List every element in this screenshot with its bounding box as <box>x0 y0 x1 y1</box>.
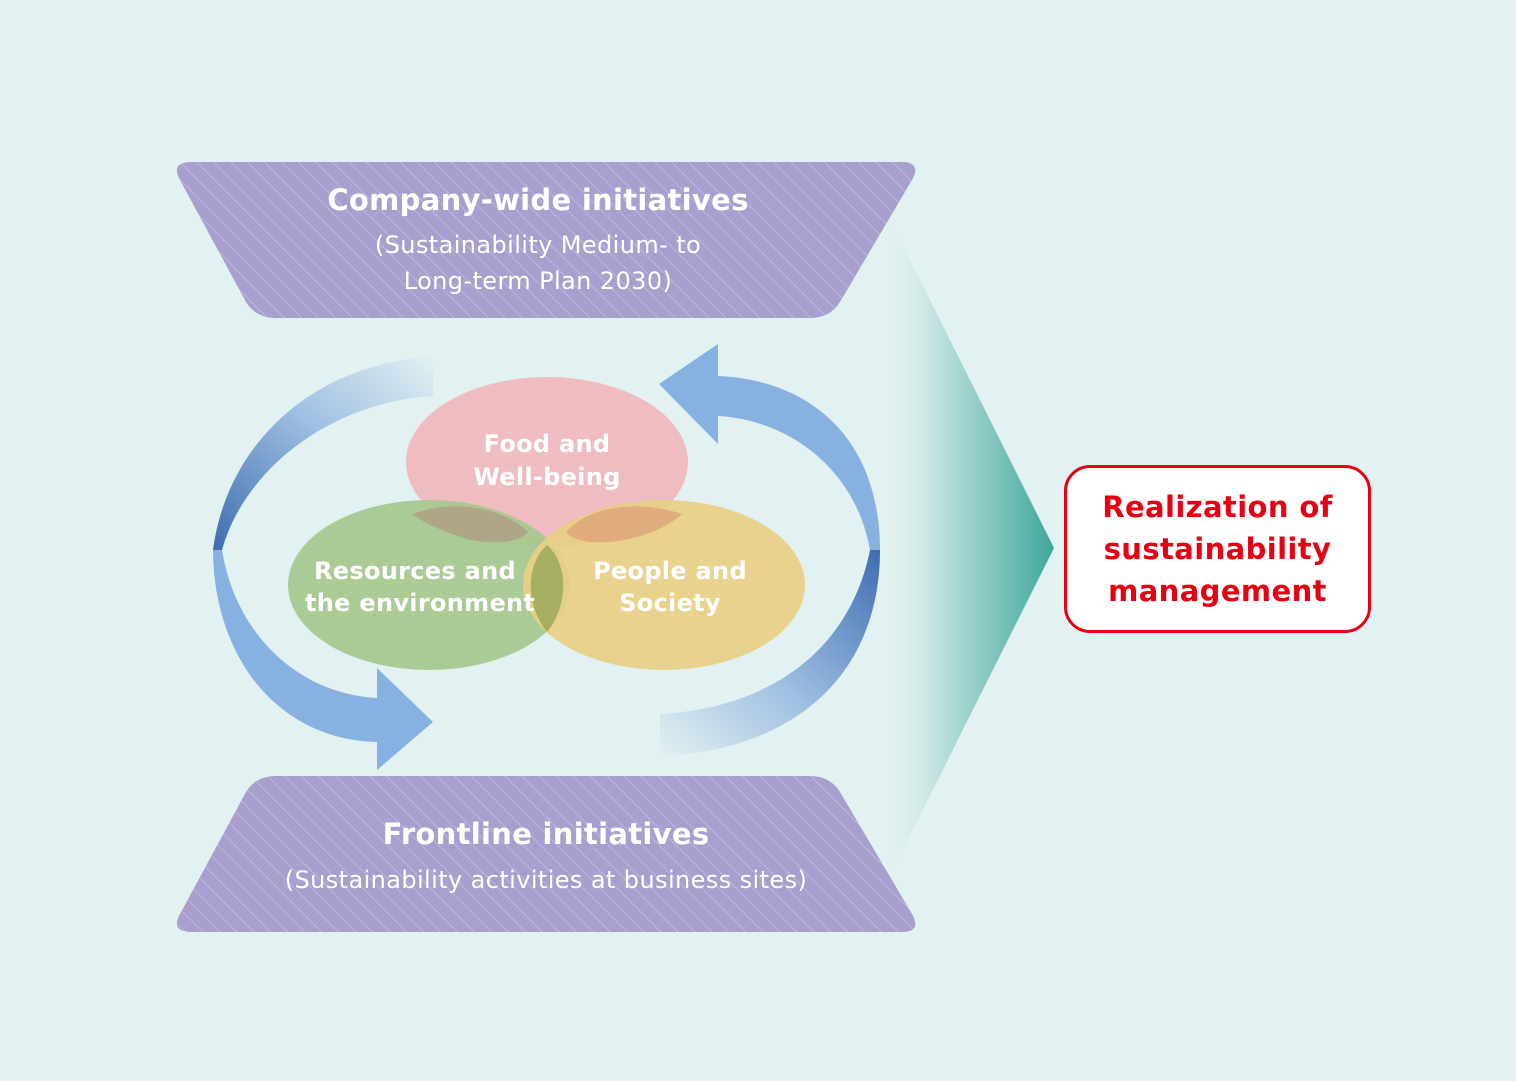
people-label-line1: People and <box>593 557 747 585</box>
bottom-banner-subtitle: (Sustainability activities at business s… <box>284 866 808 894</box>
bottom-banner-title: Frontline initiatives <box>382 817 710 851</box>
food-label-line1: Food and <box>483 430 611 458</box>
resources-label-line1: Resources and <box>314 557 516 585</box>
top-banner-shape <box>176 162 916 318</box>
top-banner-subtitle-line2: Long-term Plan 2030) <box>403 267 673 295</box>
cycle-arrow-right-upper <box>659 344 880 550</box>
result-chevron <box>880 200 1054 895</box>
circle-food-wellbeing <box>406 377 688 547</box>
overlap-food-people <box>566 506 682 543</box>
circle-people-society <box>523 500 805 670</box>
food-label-line2: Well-being <box>473 463 621 491</box>
top-banner-subtitle-line1: (Sustainability Medium- to <box>374 231 702 259</box>
result-box: Realization of sustainability management <box>1064 465 1371 633</box>
top-banner-title: Company-wide initiatives <box>327 183 749 217</box>
circle-resources-environment <box>288 500 570 670</box>
overlap-resources-people <box>530 545 564 632</box>
resources-label-line2: the environment <box>305 589 536 617</box>
overlap-food-resources <box>412 506 528 543</box>
cycle-arrow-left-lower <box>213 550 433 770</box>
result-text: Realization of sustainability management <box>1102 490 1333 608</box>
venn-diagram <box>288 377 805 670</box>
cycle-arrow-left-upper <box>213 357 433 550</box>
people-label-line2: Society <box>619 589 721 617</box>
bottom-banner-shape <box>176 776 916 932</box>
cycle-arrow-right-lower <box>660 550 880 756</box>
